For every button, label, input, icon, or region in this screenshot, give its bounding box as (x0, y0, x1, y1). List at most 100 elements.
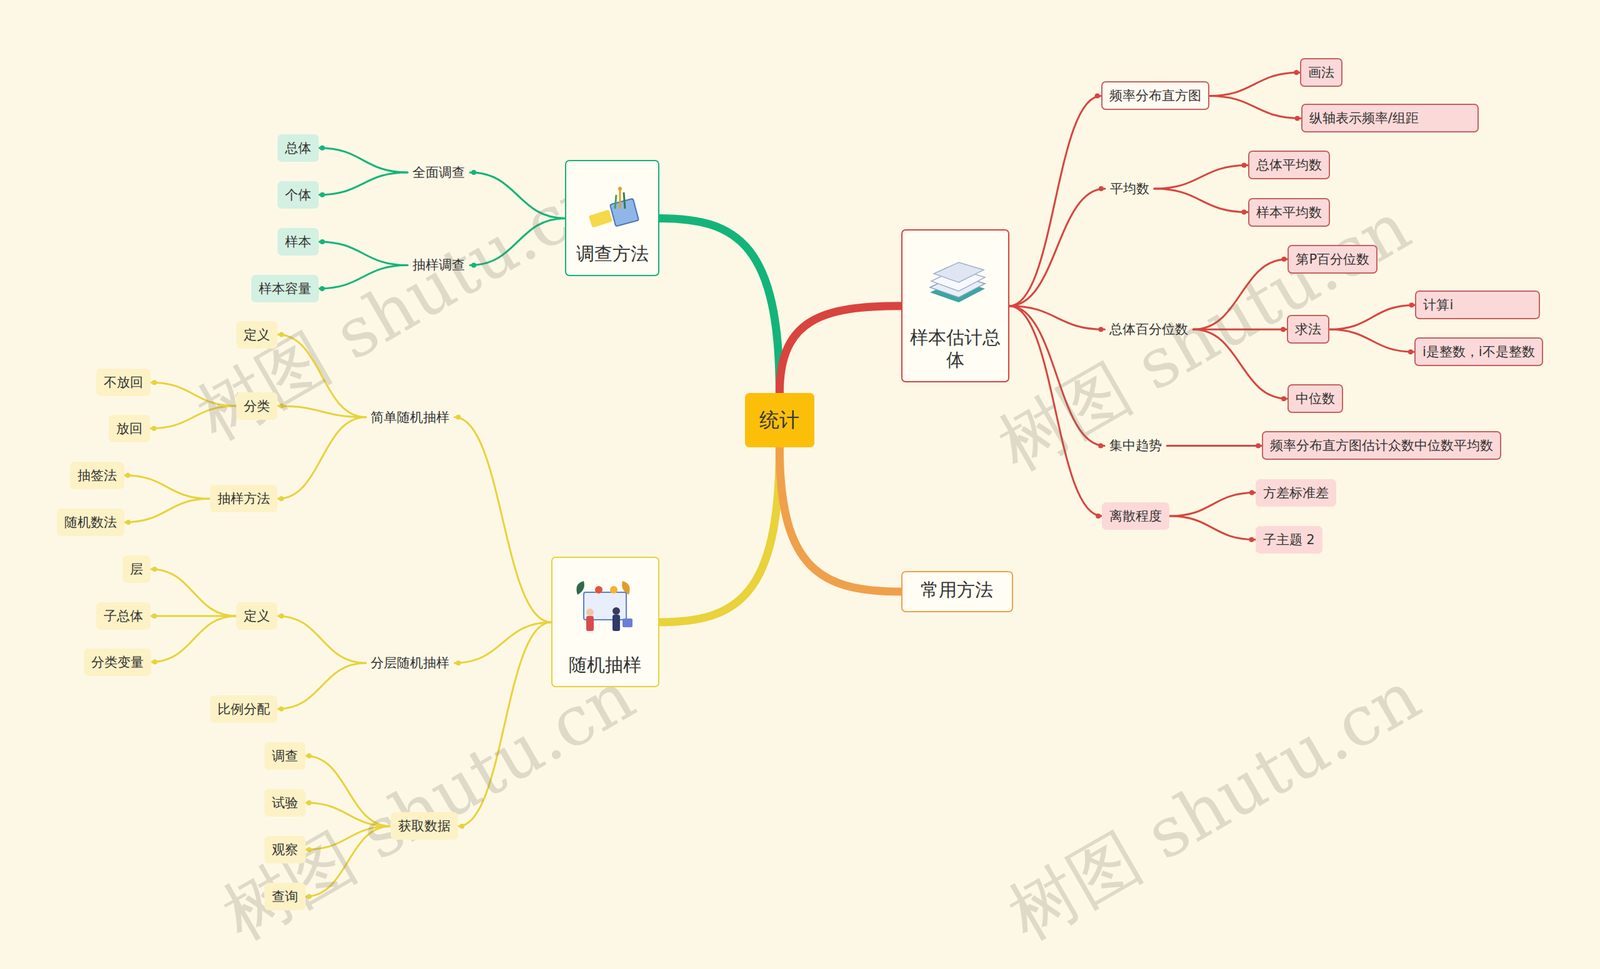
branch-dot (1408, 302, 1414, 308)
branch-line (1209, 72, 1301, 97)
leaf-box: 子主题 2 (1255, 526, 1323, 554)
node-label: 个体 (285, 187, 312, 203)
node-label: 比例分配 (217, 701, 270, 717)
node-label: 观察 (271, 842, 299, 858)
topic-box: 离散程度 (1101, 502, 1170, 530)
node-label: 求法 (1295, 321, 1322, 337)
main-branch-line (659, 447, 780, 623)
branch-dot (1098, 186, 1104, 192)
branch-line (277, 616, 366, 664)
branch-line (1009, 95, 1102, 306)
branch-dot (455, 415, 461, 420)
branch-dot (125, 520, 131, 525)
branch-line (277, 663, 366, 709)
branch-dot (1095, 93, 1100, 99)
leaf-box: 抽样方法 (210, 485, 278, 513)
branch-dot (151, 380, 157, 385)
node-label: 纵轴表示频率/组距 (1309, 110, 1419, 126)
branch-dot (152, 660, 158, 665)
leaf-box: 总体 (277, 134, 319, 162)
node-label: 分层随机抽样 (370, 655, 450, 671)
leaf-box: 获取数据 (390, 812, 459, 840)
branch-line (151, 616, 237, 662)
topic-text: 全面调查 (407, 160, 470, 185)
branch-dot (1255, 443, 1261, 449)
leaf-box: 定义 (236, 321, 278, 349)
branch-dot (151, 566, 157, 572)
node-label: 不放回 (103, 375, 144, 390)
branch-box: 调查方法 (565, 160, 659, 277)
node-label: 中位数 (1295, 391, 1335, 407)
branch-line (318, 172, 408, 195)
node-label: 试验 (271, 795, 299, 811)
leaf-box: 调查 (264, 742, 306, 770)
branch-line (1329, 329, 1415, 352)
leaf-box: 样本平均数 (1248, 198, 1330, 227)
branch-line (1169, 516, 1255, 540)
leaf-box: 观察 (264, 836, 306, 864)
books-icon (930, 262, 985, 303)
leaf-box: 层 (122, 555, 151, 584)
node-label: 总体平均数 (1256, 157, 1322, 173)
node-label: 抽签法 (77, 468, 117, 484)
topic-text: 总体百分位数 (1104, 317, 1194, 342)
node-label: 第P百分位数 (1295, 251, 1370, 267)
branch-dot (1095, 513, 1101, 519)
branch-dot (151, 613, 157, 619)
leaf-box: 中位数 (1287, 384, 1344, 414)
branch-dot (306, 800, 312, 806)
leaf-box: 画法 (1300, 58, 1343, 87)
node-label: 样本估计总体 (908, 326, 1002, 372)
topic-text: 集中趋势 (1104, 433, 1167, 458)
leaf-box: 定义 (236, 602, 278, 630)
branch-line (150, 615, 237, 618)
node-label: 抽样方法 (217, 491, 270, 507)
branch-dot (1098, 326, 1104, 332)
node-label: 样本平均数 (1256, 205, 1322, 220)
node-label: 随机数法 (64, 515, 117, 530)
branch-line (1154, 165, 1249, 189)
leaf-box: 计算i (1415, 290, 1540, 320)
node-label: 子主题 2 (1263, 532, 1315, 548)
branch-line (124, 498, 210, 523)
branch-line (1166, 445, 1262, 447)
node-label: 方差标准差 (1263, 485, 1329, 501)
root-node: 统计 (745, 393, 815, 448)
node-label: 常用方法 (920, 578, 994, 602)
leaf-box: 查询 (264, 883, 306, 911)
node-label: 随机抽样 (568, 653, 642, 677)
node-label: 频率分布直方图估计众数中位数平均数 (1270, 438, 1494, 454)
branch-line (124, 475, 211, 500)
sampling-icon (576, 581, 633, 632)
main-branch-line (779, 306, 901, 394)
node-label: 获取数据 (398, 818, 451, 834)
leaf-box: 总体平均数 (1248, 150, 1330, 180)
branch-dot (151, 426, 157, 432)
leaf-box: 不放回 (96, 368, 151, 397)
branch-dot (125, 473, 131, 479)
node-label: 调查 (271, 748, 299, 764)
node-label: 平均数 (1110, 181, 1150, 197)
node-label: i是整数，i不是整数 (1422, 344, 1535, 360)
node-label: 样本 (285, 234, 312, 250)
node-label: 查询 (271, 889, 299, 905)
leaf-box: 分类变量 (83, 648, 152, 677)
main-branch-line (659, 218, 780, 394)
leaf-box: 纵轴表示频率/组距 (1301, 103, 1479, 133)
branch-dot (306, 753, 312, 759)
branch-dot (455, 660, 461, 666)
branch-line (1169, 493, 1256, 517)
node-label: 离散程度 (1109, 508, 1162, 524)
leaf-box: 试验 (264, 789, 306, 817)
leaf-box: 随机数法 (56, 508, 125, 537)
node-label: 层 (130, 561, 144, 577)
branch-dot (1408, 349, 1414, 355)
branch-dot (1249, 537, 1255, 543)
watermark: 树图 shutu.cn (991, 650, 1437, 962)
branch-line (454, 417, 551, 623)
survey-icon (588, 186, 639, 229)
leaf-box: 频率分布直方图估计众数中位数平均数 (1261, 431, 1502, 460)
branch-line (318, 148, 408, 173)
topic-text: 简单随机抽样 (365, 405, 455, 430)
